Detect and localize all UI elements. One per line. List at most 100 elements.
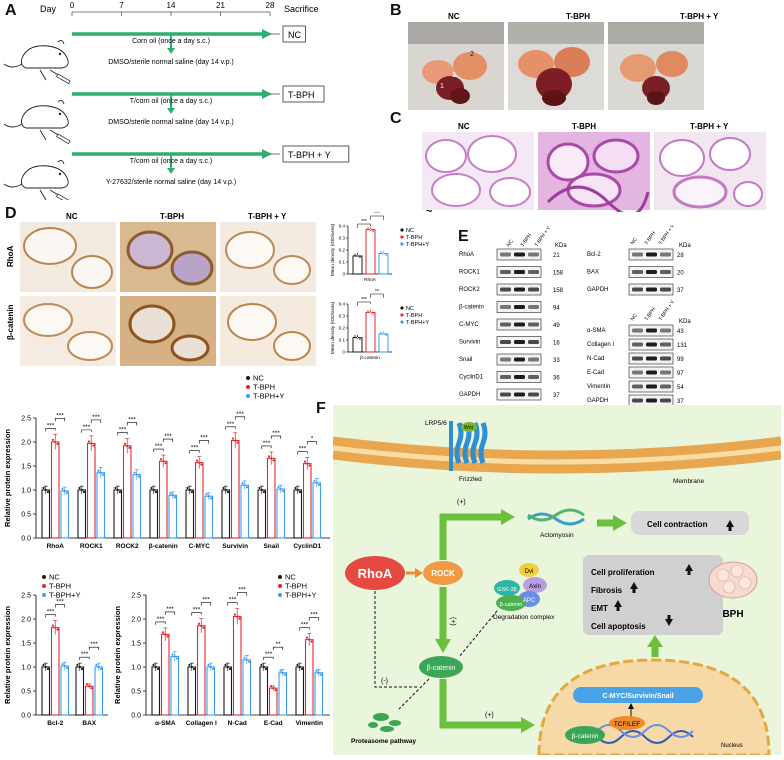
blot-band	[500, 340, 511, 344]
sig-label: **	[275, 641, 281, 648]
data-point	[272, 459, 275, 462]
data-point	[195, 459, 199, 462]
bar	[77, 489, 87, 539]
panel-b-title-tbph: T-BPH	[566, 12, 590, 21]
data-point	[166, 635, 169, 638]
blot-column-header: NC	[506, 238, 515, 248]
panel-e-label: E	[458, 228, 469, 245]
y-axis-label: Relative protein expression	[3, 429, 12, 527]
ihc-row-rhoa: RhoA	[6, 245, 15, 267]
x-category-label: RhoA	[47, 543, 65, 550]
blot-protein-label: RhoA	[459, 252, 474, 258]
legend-marker	[400, 306, 404, 310]
data-point	[116, 488, 119, 492]
y-tick-label: 0.3	[339, 236, 346, 241]
ihc-images: RhoA β-catenin	[6, 222, 316, 366]
panel-b: NC T-BPH T-BPH + Y 1 2 3	[408, 12, 778, 112]
y-tick-label: 0.1	[339, 260, 346, 265]
data-point	[97, 469, 100, 472]
density-bar	[378, 333, 389, 353]
data-point	[175, 657, 179, 660]
data-point	[173, 655, 176, 658]
timeline-tick-label: 28	[266, 1, 275, 10]
data-point	[243, 656, 246, 659]
blot-protein-label: BAX	[587, 270, 599, 276]
blot-band	[500, 392, 511, 397]
blot-band	[500, 322, 511, 327]
mouse-icon	[3, 159, 71, 200]
sig-label: ***	[56, 599, 64, 606]
legend-marker	[278, 575, 282, 579]
data-point	[260, 663, 263, 667]
sig-bracket	[81, 429, 92, 433]
data-point	[317, 671, 320, 674]
sig-label: ***	[310, 612, 318, 619]
data-point	[236, 615, 239, 618]
data-point	[87, 440, 91, 443]
data-point	[369, 311, 372, 314]
sig-bracket	[79, 656, 90, 661]
sig-bracket	[225, 426, 236, 430]
sig-label: ***	[263, 440, 271, 447]
minus-label: (-)	[381, 678, 388, 685]
panel-d-title-tbphy: T-BPH + Y	[248, 212, 287, 221]
data-point	[296, 488, 299, 492]
sig-label: ***	[265, 651, 273, 658]
sig-label: ***	[81, 651, 89, 658]
bar	[122, 445, 132, 539]
blot-band	[632, 384, 643, 389]
blot-band	[632, 328, 643, 333]
plus-3: (+)	[485, 712, 494, 719]
data-point	[298, 665, 301, 669]
bar	[50, 627, 60, 716]
legend-marker	[42, 593, 46, 597]
rock-label: ROCK	[431, 569, 455, 578]
mark-1: 1	[440, 83, 444, 90]
blot-band	[500, 270, 511, 274]
data-point	[46, 490, 50, 494]
data-point	[198, 461, 201, 464]
data-point	[279, 487, 282, 491]
sig-label: ***	[92, 414, 100, 421]
legend-label: T-BPH	[285, 582, 307, 591]
data-point	[92, 444, 95, 447]
density-bar	[378, 253, 389, 275]
y-tick-label: 0.4	[339, 302, 346, 307]
data-point	[63, 489, 66, 493]
panel-d: NC T-BPH T-BPH + Y RhoA β-catenin	[0, 212, 450, 372]
bar	[84, 685, 94, 716]
data-point	[241, 482, 244, 485]
sig-bracket	[306, 441, 318, 445]
data-point	[118, 490, 122, 494]
data-point	[306, 462, 309, 465]
photo-tbph	[508, 22, 604, 110]
bar	[295, 666, 305, 716]
blot-band	[646, 356, 657, 361]
data-point	[209, 665, 212, 669]
sig-label: ***	[238, 587, 246, 594]
y-tick-label: 0	[342, 350, 345, 355]
blot-band	[632, 356, 643, 361]
data-point	[382, 252, 385, 255]
blot-band	[514, 392, 525, 397]
blot-band	[660, 370, 671, 375]
treatment-bottom-text: DMSO/sterile normal saline (day 14 v.p.)	[108, 119, 234, 126]
y-axis-label: Mean density (IOD/area)	[330, 301, 336, 354]
bar	[304, 639, 314, 716]
legend-label: NC	[253, 374, 264, 383]
data-point	[315, 669, 318, 672]
x-category-label: N-Cad	[228, 720, 247, 727]
bar	[302, 463, 312, 539]
group-name: NC	[288, 30, 301, 40]
blot-protein-label: ROCK1	[459, 270, 480, 276]
data-point	[56, 628, 59, 631]
data-point	[317, 483, 321, 486]
blot-protein-label: Bcl-2	[587, 252, 601, 258]
blot-band	[632, 270, 643, 274]
data-point	[313, 479, 316, 482]
y-tick-label: 0.5	[131, 689, 141, 696]
sig-label: ***	[128, 416, 136, 423]
sig-label: ***	[47, 422, 55, 429]
